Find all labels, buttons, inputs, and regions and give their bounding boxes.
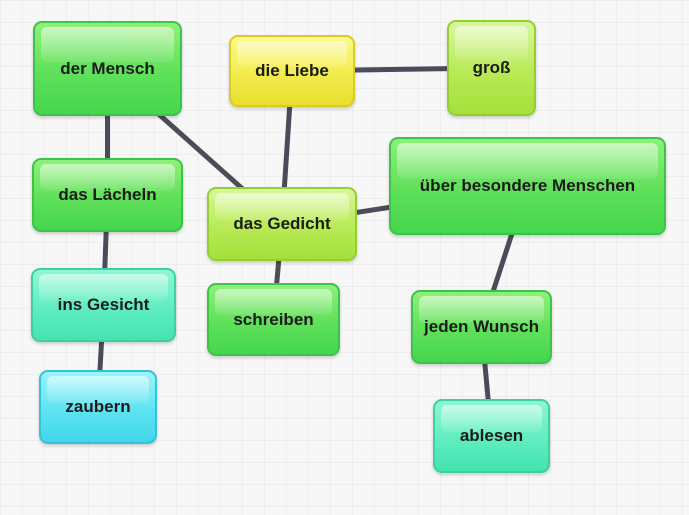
node-schreiben[interactable]: schreiben: [207, 283, 340, 356]
node-der-mensch-label: der Mensch: [60, 58, 155, 78]
node-jeden-wunsch[interactable]: jeden Wunsch: [411, 290, 552, 364]
node-ueber-besondere-menschen-label: über besondere Menschen: [419, 176, 636, 195]
node-schreiben-label: schreiben: [233, 309, 314, 329]
node-ins-gesicht[interactable]: ins Gesicht: [31, 268, 176, 342]
node-zaubern[interactable]: zaubern: [39, 370, 157, 444]
node-das-gedicht-label: das Gedicht: [233, 214, 331, 233]
node-jeden-wunsch-label: jeden Wunsch: [424, 317, 539, 336]
node-die-liebe-label: die Liebe: [255, 61, 329, 80]
node-gross[interactable]: groß: [447, 20, 536, 116]
node-das-laecheln[interactable]: das Lächeln: [32, 158, 183, 232]
node-die-liebe[interactable]: die Liebe: [229, 35, 355, 107]
node-das-gedicht[interactable]: das Gedicht: [207, 187, 357, 261]
node-der-mensch[interactable]: der Mensch: [33, 21, 182, 116]
node-das-laecheln-label: das Lächeln: [58, 185, 157, 204]
node-ablesen-label: ablesen: [459, 426, 524, 445]
node-ablesen[interactable]: ablesen: [433, 399, 550, 473]
node-gross-label: groß: [472, 58, 511, 77]
node-ueber-besondere-menschen[interactable]: über besondere Menschen: [389, 137, 666, 235]
node-zaubern-label: zaubern: [65, 397, 131, 416]
node-ins-gesicht-label: ins Gesicht: [57, 295, 150, 314]
